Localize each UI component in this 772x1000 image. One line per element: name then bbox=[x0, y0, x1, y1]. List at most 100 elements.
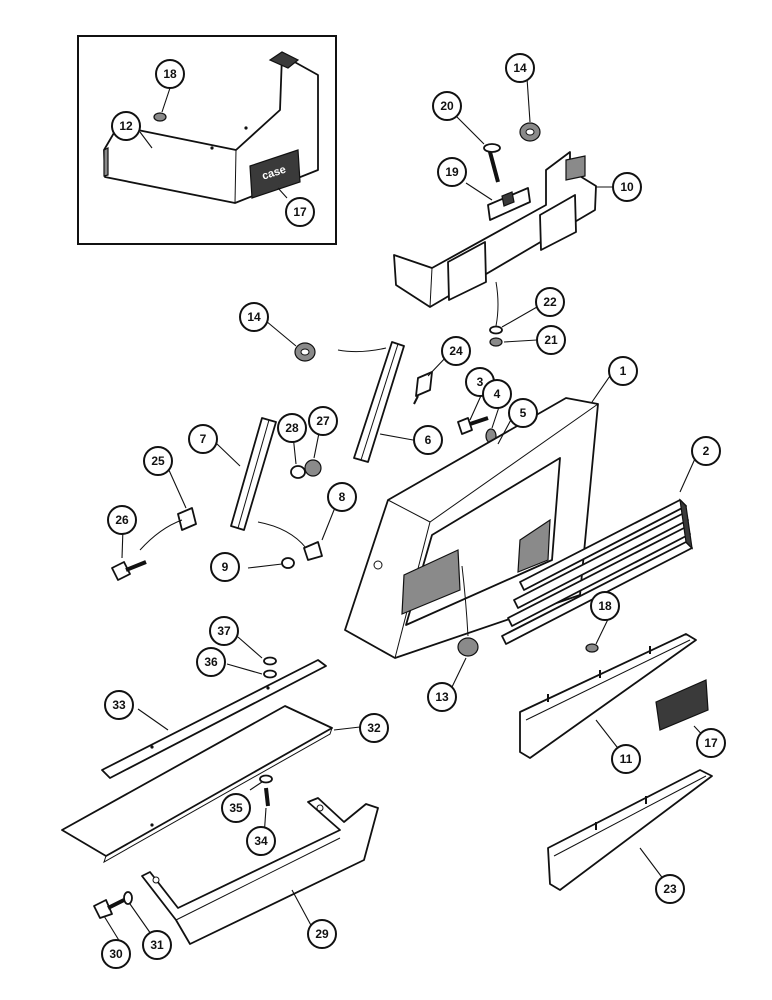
callout-circle bbox=[285, 197, 315, 227]
callout-25: 25 bbox=[143, 446, 173, 476]
callout-circle bbox=[142, 930, 172, 960]
callout-label: 17 bbox=[704, 736, 718, 750]
emblem-inset-part-17: case bbox=[249, 149, 301, 199]
callout-7: 7 bbox=[188, 424, 218, 454]
callout-label: 27 bbox=[316, 414, 330, 428]
callout-circle bbox=[101, 939, 131, 969]
callout-31: 31 bbox=[142, 930, 172, 960]
callout-label: 12 bbox=[119, 119, 133, 133]
callout-circle bbox=[432, 91, 462, 121]
washer-part-37 bbox=[263, 656, 277, 666]
callout-label: 14 bbox=[513, 61, 527, 75]
callout-circle bbox=[327, 482, 357, 512]
callout-14: 14 bbox=[239, 302, 269, 332]
bracket-part-7 bbox=[230, 417, 277, 531]
callout-label: 29 bbox=[315, 927, 329, 941]
callout-label: 3 bbox=[477, 375, 484, 389]
clamp-part-19 bbox=[487, 187, 531, 221]
callout-label: 5 bbox=[520, 406, 527, 420]
callout-label: 36 bbox=[204, 655, 218, 669]
bolt-part-20 bbox=[483, 143, 501, 183]
callout-label: 33 bbox=[112, 698, 126, 712]
callout-circle bbox=[696, 728, 726, 758]
callout-32: 32 bbox=[359, 713, 389, 743]
lower-bumper-part-29 bbox=[141, 797, 379, 945]
callout-14: 14 bbox=[505, 53, 535, 83]
nut-part-27 bbox=[304, 459, 322, 477]
bracket-part-6 bbox=[353, 341, 405, 463]
bolt-part-8 bbox=[303, 541, 323, 561]
washer-part-28 bbox=[290, 465, 306, 479]
callout-circle bbox=[210, 552, 240, 582]
clip-part-24 bbox=[413, 371, 433, 405]
callout-label: 7 bbox=[200, 432, 207, 446]
callout-20: 20 bbox=[432, 91, 462, 121]
nut-part-14-top bbox=[519, 122, 541, 142]
plug-part-13 bbox=[457, 637, 479, 657]
plate-part-25 bbox=[177, 507, 197, 531]
callout-circle bbox=[196, 647, 226, 677]
nut-part-21 bbox=[489, 337, 503, 347]
side-panel-part-23 bbox=[547, 769, 713, 891]
washer-part-9 bbox=[281, 557, 295, 569]
callout-circle bbox=[536, 325, 566, 355]
callout-36: 36 bbox=[196, 647, 226, 677]
emblem-part-17 bbox=[655, 679, 709, 731]
washer-part-35 bbox=[259, 774, 273, 784]
callout-19: 19 bbox=[437, 157, 467, 187]
callout-circle bbox=[221, 793, 251, 823]
callout-29: 29 bbox=[307, 919, 337, 949]
bolt-part-34 bbox=[264, 787, 270, 807]
callout-label: 4 bbox=[494, 387, 501, 401]
callout-label: 18 bbox=[163, 67, 177, 81]
callout-label: 32 bbox=[367, 721, 381, 735]
bolt-part-3 bbox=[457, 416, 489, 435]
callout-label: 28 bbox=[285, 421, 299, 435]
callout-circle bbox=[111, 111, 141, 141]
callout-18: 18 bbox=[155, 59, 185, 89]
callout-label: 23 bbox=[663, 882, 677, 896]
callout-label: 18 bbox=[598, 599, 612, 613]
nut-part-18 bbox=[585, 643, 599, 653]
callout-circle bbox=[482, 379, 512, 409]
callout-circle bbox=[508, 398, 538, 428]
callout-11: 11 bbox=[611, 744, 641, 774]
callout-circle bbox=[535, 287, 565, 317]
callout-24: 24 bbox=[441, 336, 471, 366]
callout-label: 30 bbox=[109, 947, 123, 961]
callout-label: 21 bbox=[544, 333, 558, 347]
callout-label: 8 bbox=[339, 490, 346, 504]
callout-circle bbox=[441, 336, 471, 366]
callout-6: 6 bbox=[413, 425, 443, 455]
callout-circle bbox=[246, 826, 276, 856]
callout-circle bbox=[239, 302, 269, 332]
callout-label: 25 bbox=[151, 454, 165, 468]
callout-label: 6 bbox=[425, 433, 432, 447]
callout-label: 37 bbox=[217, 624, 231, 638]
grille-part-2 bbox=[501, 498, 693, 645]
side-panel-part-11 bbox=[519, 633, 697, 759]
callout-circle bbox=[143, 446, 173, 476]
plate-part-33 bbox=[101, 659, 327, 779]
callout-5: 5 bbox=[508, 398, 538, 428]
bolt-part-30 bbox=[93, 898, 125, 919]
callout-label: 34 bbox=[254, 834, 268, 848]
washer-part-31 bbox=[123, 891, 133, 905]
callout-circle bbox=[277, 413, 307, 443]
nut-part-14-mid bbox=[294, 342, 316, 362]
callout-label: 19 bbox=[445, 165, 459, 179]
callout-circle bbox=[413, 425, 443, 455]
callout-17: 17 bbox=[696, 728, 726, 758]
callout-label: 2 bbox=[703, 444, 710, 458]
callout-12: 12 bbox=[111, 111, 141, 141]
callout-circle bbox=[655, 874, 685, 904]
callout-33: 33 bbox=[104, 690, 134, 720]
callout-label: 1 bbox=[620, 364, 627, 378]
callout-circle bbox=[437, 157, 467, 187]
callout-circle bbox=[612, 172, 642, 202]
callout-circle bbox=[308, 406, 338, 436]
callout-21: 21 bbox=[536, 325, 566, 355]
callout-label: 24 bbox=[449, 344, 463, 358]
callout-label: 10 bbox=[620, 180, 634, 194]
